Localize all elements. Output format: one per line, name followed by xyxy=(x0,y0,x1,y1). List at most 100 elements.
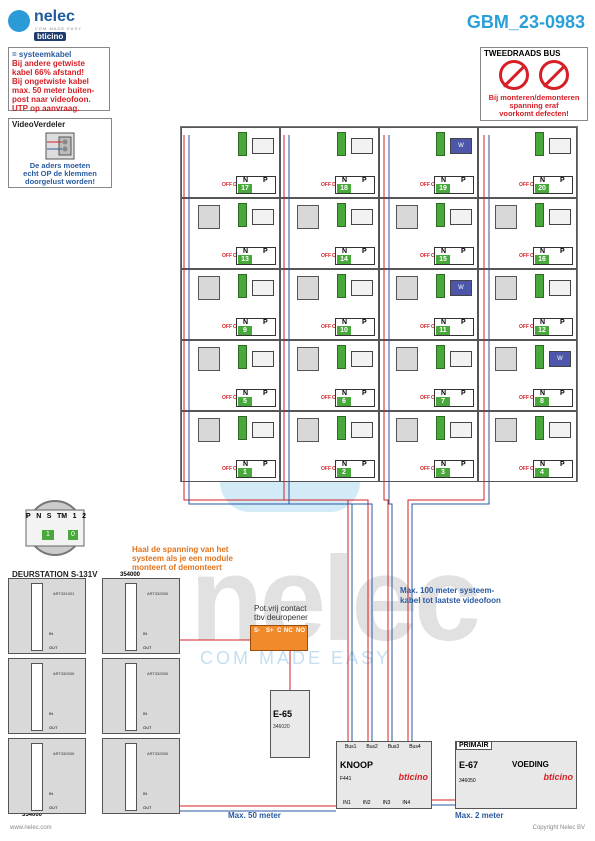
dip-labels: P N S TM 1 2 xyxy=(26,513,86,520)
video-distributor xyxy=(198,418,220,442)
n-label: N xyxy=(540,177,546,184)
p-label: P xyxy=(461,177,466,184)
no-plug-icon xyxy=(499,60,529,90)
riser-wire xyxy=(183,135,349,741)
terminal-block xyxy=(535,274,544,298)
knoop-in: IN2 xyxy=(362,800,371,806)
off-label: OFF xyxy=(222,466,232,472)
riser-wire xyxy=(388,135,393,741)
apartment-cell: OFFONNP7 xyxy=(379,340,478,411)
bus-line: spanning eraf xyxy=(509,101,559,110)
dip-label: TM xyxy=(57,513,68,520)
video-distributor xyxy=(396,418,418,442)
off-label: OFF xyxy=(420,466,430,472)
cable-note-line: kabel 66% afstand! xyxy=(12,68,85,77)
terminal-block xyxy=(238,274,247,298)
apartment-number: 8 xyxy=(535,397,549,406)
knoop-code: F441 xyxy=(340,776,352,782)
videophone-monitor xyxy=(252,209,274,225)
relay-note: Pot.vrij contact tbv deuropener xyxy=(254,604,308,622)
apartment-cell: WOFFONNP8 xyxy=(478,340,577,411)
pot-line: tbv deuropener xyxy=(254,613,308,622)
terminal-block xyxy=(535,203,544,227)
video-distributor xyxy=(396,276,418,300)
out-label: OUT xyxy=(143,805,152,810)
vv-line: doorgelust worden! xyxy=(25,177,95,186)
voeding-label: VOEDING xyxy=(512,760,549,769)
video-distributor xyxy=(297,276,319,300)
terminal-block xyxy=(238,132,247,156)
off-label: OFF xyxy=(519,182,529,188)
no-power-icon xyxy=(539,60,569,90)
max-100-note: Max. 100 meter systeem- kabel tot laatst… xyxy=(400,586,501,606)
riser-wire xyxy=(283,135,369,741)
apartment-number: 3 xyxy=(436,468,450,477)
videophone-monitor xyxy=(549,209,571,225)
terminal-block xyxy=(337,132,346,156)
in-label: IN xyxy=(143,791,147,796)
bus-warning-text: Bij monteren/demonteren spanning eraf vo… xyxy=(481,94,587,118)
off-label: OFF xyxy=(519,395,529,401)
off-label: OFF xyxy=(321,395,331,401)
knoop-title: KNOOP xyxy=(340,760,374,770)
module-code: ART332000 xyxy=(147,671,169,676)
terminal-block xyxy=(337,416,346,440)
terminal-block xyxy=(337,274,346,298)
bus-line: Bij monteren/demonteren xyxy=(488,93,580,102)
videoverdeler-note: VideoVerdeler De aders moeten echt OP de… xyxy=(8,118,112,188)
haal-line: systeem als je een module xyxy=(132,554,233,563)
terminal-block xyxy=(337,345,346,369)
terminal-block xyxy=(436,274,445,298)
p-label: P xyxy=(560,390,565,397)
module-connector xyxy=(31,583,43,651)
relay-terminal: C xyxy=(277,628,282,634)
n-label: N xyxy=(243,461,249,468)
apartment-cell: WOFFONNP11 xyxy=(379,269,478,340)
primair-label: PRIMAIR xyxy=(456,741,492,750)
dip-label: S xyxy=(46,513,52,520)
off-label: OFF xyxy=(519,324,529,330)
apartment-cell: OFFONNP6 xyxy=(280,340,379,411)
apartment-cell: OFFONNP4 xyxy=(478,411,577,482)
p-label: P xyxy=(263,319,268,326)
dip-switch-detail xyxy=(25,500,85,556)
terminal-block xyxy=(535,132,544,156)
apartment-number: 15 xyxy=(436,255,450,264)
riser-wire xyxy=(407,135,485,741)
riser-wire xyxy=(188,135,353,741)
in-label: IN xyxy=(49,791,53,796)
knoop-out: Bus2 xyxy=(366,744,378,750)
n-label: N xyxy=(441,390,447,397)
p-label: P xyxy=(362,390,367,397)
cable-note: = systeemkabel Bij andere getwiste kabel… xyxy=(8,47,110,113)
apartment-number: 14 xyxy=(337,255,351,264)
knoop-brand: bticino xyxy=(398,772,429,782)
videophone-monitor xyxy=(549,280,571,296)
module-connector xyxy=(31,663,43,731)
off-label: OFF xyxy=(321,324,331,330)
apartment-number: 20 xyxy=(535,184,549,193)
knoop-in: IN3 xyxy=(382,800,391,806)
videophone-monitor xyxy=(252,280,274,296)
footer-url: www.nelec.com xyxy=(10,825,52,831)
cable-legend: = systeemkabel xyxy=(12,50,72,59)
riser-wire xyxy=(383,135,389,741)
videophone-monitor xyxy=(450,209,472,225)
cable-note-line: post naar videofoon. xyxy=(12,95,91,104)
apartment-number: 10 xyxy=(337,326,351,335)
relay-terminal: NC xyxy=(284,628,293,634)
apartment-cell: OFFONNP16 xyxy=(478,198,577,269)
apartment-cell: OFFONNP14 xyxy=(280,198,379,269)
n-label: N xyxy=(342,248,348,255)
n-label: N xyxy=(441,319,447,326)
cable-note-line: Bij andere getwiste xyxy=(12,59,85,68)
video-distributor xyxy=(495,276,517,300)
cable-note-line: max. 50 meter buiten- xyxy=(12,86,95,95)
riser-wire xyxy=(411,135,490,741)
